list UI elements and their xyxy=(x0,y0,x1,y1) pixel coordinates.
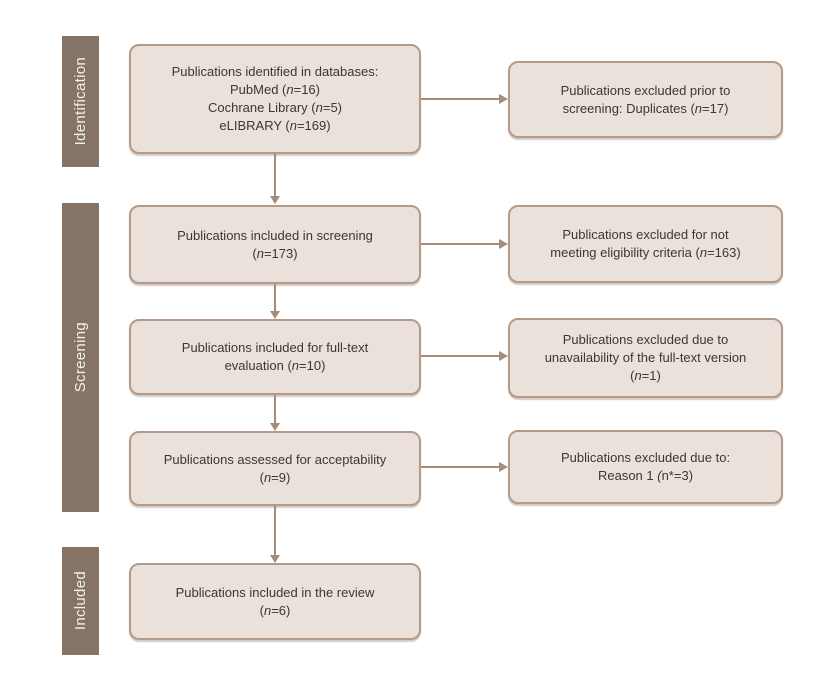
arrow-right-head-icon xyxy=(499,462,508,472)
stage-label-identification: Identification xyxy=(72,57,89,146)
arrow-down-line-3 xyxy=(274,395,276,424)
box-text-line: Publications excluded for not xyxy=(562,227,729,242)
exclusion-box-duplicates: Publications excluded prior to screening:… xyxy=(508,61,783,138)
box-text-line: Cochrane Library (n=5) xyxy=(207,100,343,115)
arrow-down-head-icon xyxy=(270,555,280,563)
arrow-right-line-3 xyxy=(421,355,499,357)
box-text-line: eLIBRARY (n=169) xyxy=(219,118,331,133)
arrow-right-head-icon xyxy=(499,94,508,104)
box-text-line: Publications identified in databases: xyxy=(171,64,379,79)
stage-band-included: Included xyxy=(62,547,99,655)
box-text-line: (n=173) xyxy=(252,245,298,261)
box-text-line: Publications excluded due to xyxy=(562,332,729,347)
box-text-line: (n=6) xyxy=(259,602,291,618)
arrow-right-line-4 xyxy=(421,466,499,468)
box-text-line: Publications included for full-text xyxy=(181,340,369,355)
exclusion-box-eligibility: Publications excluded for not meeting eli… xyxy=(508,205,783,283)
arrow-down-line-4 xyxy=(274,506,276,556)
flow-box-included-screening: Publications included in screening (n=173… xyxy=(129,205,421,284)
stage-band-screening: Screening xyxy=(62,203,99,512)
exclusion-box-fulltext-unavailable: Publications excluded due to unavailabili… xyxy=(508,318,783,398)
arrow-right-head-icon xyxy=(499,351,508,361)
arrow-down-line-2 xyxy=(274,284,276,312)
box-text-line: Publications excluded due to: xyxy=(560,450,731,465)
flow-box-identified-databases: Publications identified in databases: Pub… xyxy=(129,44,421,154)
box-text-line: meeting eligibility criteria (n=163) xyxy=(550,245,741,260)
arrow-down-head-icon xyxy=(270,196,280,204)
box-text-line: Publications included in screening xyxy=(177,227,373,243)
box-text-line: unavailability of the full-text version xyxy=(544,350,747,365)
box-text-line: (n=9) xyxy=(259,469,291,485)
stage-band-identification: Identification xyxy=(62,36,99,167)
flow-box-included-review: Publications included in the review (n=6) xyxy=(129,563,421,640)
arrow-right-head-icon xyxy=(499,239,508,249)
box-text-line: PubMed (n=16) xyxy=(230,82,320,97)
arrow-right-line-1 xyxy=(421,98,499,100)
stage-label-included: Included xyxy=(72,571,89,631)
arrow-down-head-icon xyxy=(270,423,280,431)
arrow-down-head-icon xyxy=(270,311,280,319)
box-text-line: Publications included in the review xyxy=(175,584,375,600)
exclusion-box-reason-1: Publications excluded due to: Reason 1 (n… xyxy=(508,430,783,504)
stage-label-screening: Screening xyxy=(72,322,89,393)
box-text-line: Reason 1 (n*=3) xyxy=(597,468,694,483)
box-text-line: Publications assessed for acceptability xyxy=(163,451,387,467)
flow-box-assessed-acceptability: Publications assessed for acceptability (… xyxy=(129,431,421,506)
box-text-line: Publications excluded prior to xyxy=(560,82,731,98)
box-text-line: evaluation (n=10) xyxy=(224,358,326,373)
box-text-line: (n=1) xyxy=(630,368,661,383)
box-text-line: screening: Duplicates (n=17) xyxy=(562,100,729,116)
arrow-right-line-2 xyxy=(421,243,499,245)
arrow-down-line-1 xyxy=(274,154,276,197)
flow-box-fulltext-evaluation: Publications included for full-text evalu… xyxy=(129,319,421,395)
